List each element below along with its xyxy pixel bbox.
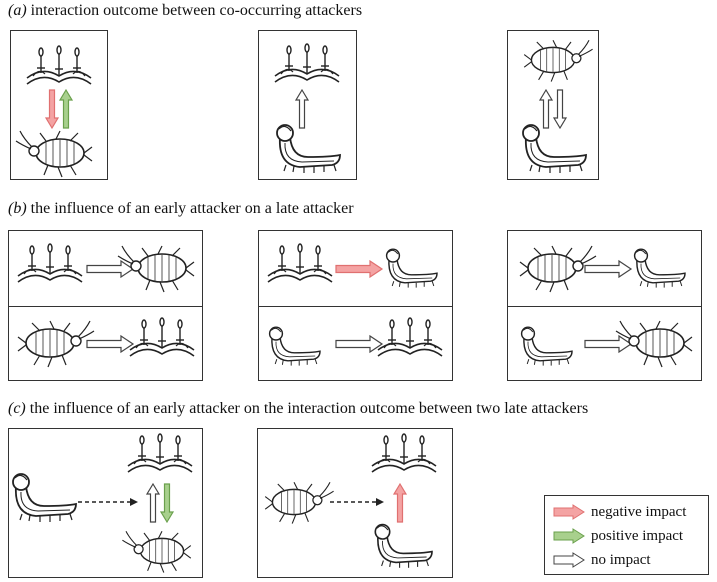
heading-a: (a) interaction outcome between co-occur… <box>8 2 362 20</box>
aphid-icon <box>17 320 95 368</box>
caterpillar-icon <box>385 248 438 289</box>
no-impact-arrow <box>295 89 309 129</box>
no-impact-arrow <box>335 335 383 353</box>
legend-item-positive: positive impact <box>553 526 683 546</box>
leaf-miner-icon <box>129 317 195 357</box>
leaf-miner-icon <box>267 243 333 283</box>
positive-arrow <box>59 89 73 129</box>
negative-arrow <box>393 483 407 523</box>
heading-c-label: (c) <box>8 400 26 417</box>
dashed-arrow-head <box>376 498 384 506</box>
caterpillar-icon <box>374 523 433 569</box>
leaf-miner-icon <box>377 317 443 357</box>
positive-arrow <box>160 483 174 523</box>
heading-b-label: (b) <box>8 200 27 217</box>
aphid-icon <box>15 130 93 178</box>
positive-arrow-icon <box>553 528 585 544</box>
no-impact-arrow <box>539 89 553 129</box>
leaf-miner-icon <box>17 243 83 283</box>
panel-divider <box>259 305 452 307</box>
aphid-icon <box>121 530 192 574</box>
legend-label: no impact <box>591 551 651 568</box>
negative-arrow <box>45 89 59 129</box>
aphid-icon <box>264 481 335 525</box>
no-impact-arrow <box>553 89 567 129</box>
heading-a-label: (a) <box>8 2 27 19</box>
legend-item-none: no impact <box>553 550 651 570</box>
negative-arrow <box>335 260 383 278</box>
panel-divider <box>508 305 701 307</box>
heading-c: (c) the influence of an early attacker o… <box>8 400 588 418</box>
no-impact-arrow-icon <box>553 552 585 568</box>
caterpillar-icon <box>633 248 686 289</box>
caterpillar-icon <box>12 473 77 523</box>
legend-label: negative impact <box>591 503 687 520</box>
heading-b: (b) the influence of an early attacker o… <box>8 200 354 218</box>
heading-c-text: the influence of an early attacker on th… <box>25 400 589 417</box>
aphid-icon <box>523 39 594 83</box>
dashed-arrow-head <box>130 498 138 506</box>
legend-label: positive impact <box>591 527 684 544</box>
no-impact-arrow <box>584 335 632 353</box>
legend: negative impact positive impact no impac… <box>544 495 709 575</box>
leaf-miner-icon <box>26 45 92 85</box>
caterpillar-icon <box>268 326 321 367</box>
no-impact-arrow <box>146 483 160 523</box>
leaf-miner-icon <box>371 433 437 473</box>
panel-divider <box>9 305 202 307</box>
leaf-miner-icon <box>127 433 193 473</box>
leaf-miner-icon <box>274 43 340 83</box>
caterpillar-icon <box>276 124 341 174</box>
no-impact-arrow <box>86 260 134 278</box>
heading-b-text: the influence of an early attacker on a … <box>26 200 354 217</box>
no-impact-arrow <box>584 260 632 278</box>
caterpillar-icon <box>520 326 573 367</box>
legend-item-negative: negative impact <box>553 502 686 522</box>
heading-a-text: interaction outcome between co-occurring… <box>26 2 363 19</box>
no-impact-arrow <box>86 335 134 353</box>
negative-arrow-icon <box>553 504 585 520</box>
caterpillar-icon <box>522 124 587 174</box>
